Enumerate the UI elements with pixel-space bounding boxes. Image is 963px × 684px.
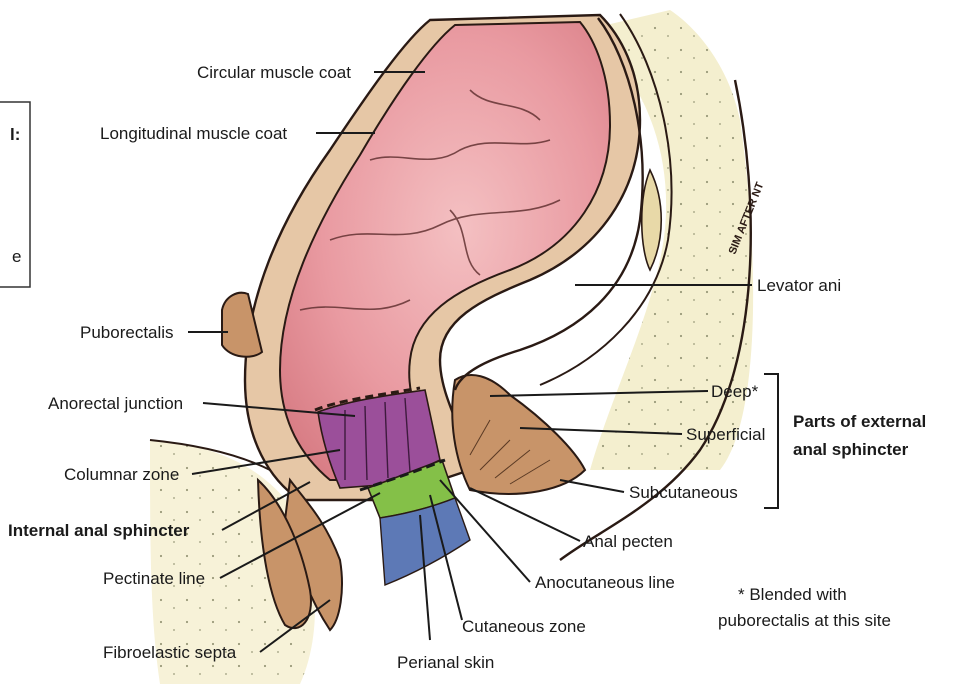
label-levator-ani: Levator ani — [757, 276, 841, 295]
svg-text:e: e — [12, 247, 21, 266]
external-sphincter-right — [452, 375, 585, 494]
coccyx-segment — [642, 170, 662, 270]
label-anorectal-junction: Anorectal junction — [48, 394, 183, 413]
footnote-line2: puborectalis at this site — [718, 611, 891, 630]
label-anal-pecten: Anal pecten — [583, 532, 673, 551]
label-cutaneous-zone: Cutaneous zone — [462, 617, 586, 636]
svg-text:l:: l: — [10, 125, 20, 144]
label-deep: Deep* — [711, 382, 759, 401]
footnote-line1: * Blended with — [738, 585, 847, 604]
left-box-fragment: l: e — [0, 102, 30, 287]
label-circular-muscle-coat: Circular muscle coat — [197, 63, 351, 82]
label-fibroelastic-septa: Fibroelastic septa — [103, 643, 237, 662]
label-external-sphincter-line1: Parts of external — [793, 412, 926, 431]
label-superficial: Superficial — [686, 425, 765, 444]
label-puborectalis: Puborectalis — [80, 323, 174, 342]
label-longitudinal-muscle-coat: Longitudinal muscle coat — [100, 124, 287, 143]
label-subcutaneous: Subcutaneous — [629, 483, 738, 502]
label-pectinate-line: Pectinate line — [103, 569, 205, 588]
label-external-sphincter-line2: anal sphincter — [793, 440, 909, 459]
label-perianal-skin: Perianal skin — [397, 653, 494, 672]
label-columnar-zone: Columnar zone — [64, 465, 179, 484]
label-internal-anal-sphincter: Internal anal sphincter — [8, 521, 190, 540]
label-anocutaneous-line: Anocutaneous line — [535, 573, 675, 592]
